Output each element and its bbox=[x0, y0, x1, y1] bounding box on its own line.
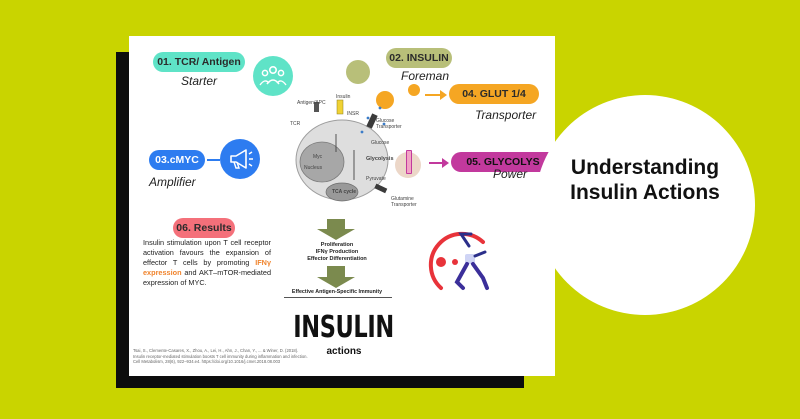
power-arrow bbox=[429, 162, 444, 164]
results-text-highlight: IFNγ expression bbox=[143, 258, 271, 277]
starter-pill: 01. TCR/ Antigen bbox=[153, 52, 245, 72]
results-text-post: and AKT–mTOR-mediated expression of MYC. bbox=[143, 268, 271, 287]
outcome-line-2: IFNγ Production bbox=[315, 249, 359, 255]
down-arrow-1-head bbox=[317, 229, 355, 240]
power-arrowhead bbox=[442, 158, 449, 168]
results-pill: 06. Results bbox=[173, 218, 235, 238]
amplifier-role: Amplifier bbox=[149, 175, 196, 189]
label-glucose-transporter: Glucose Transporter bbox=[376, 118, 402, 130]
outcome-line-3: Effector Differentiation bbox=[307, 256, 367, 262]
results-text-pre: Insulin stimulation upon T cell receptor… bbox=[143, 238, 271, 267]
power-role: Power bbox=[493, 167, 528, 181]
starter-role: Starter bbox=[181, 74, 218, 88]
hero-title: Understanding Insulin Actions bbox=[570, 156, 720, 204]
foreman-pill: 02. INSULIN bbox=[386, 48, 452, 68]
label-nucleus: Nucleus bbox=[304, 165, 323, 171]
label-glycolysis: Glycolysis bbox=[366, 156, 394, 162]
label-tca: TCA cycle bbox=[332, 189, 356, 195]
transporter-arrow bbox=[425, 94, 442, 96]
results-text: Insulin stimulation upon T cell receptor… bbox=[143, 238, 271, 288]
megaphone-icon bbox=[220, 139, 260, 179]
foreman-role: Foreman bbox=[401, 69, 450, 83]
label-glucose: Glucose bbox=[371, 140, 390, 146]
amplifier-arrow bbox=[207, 159, 220, 161]
label-glutamine-transporter: Glutamine Transporter bbox=[391, 196, 417, 208]
outcome-line-1: Proliferation bbox=[320, 242, 354, 248]
label-tcr: TCR bbox=[290, 121, 301, 127]
transporter-dot bbox=[408, 84, 420, 96]
power-pill: 05. GLYCOLYS bbox=[451, 152, 555, 172]
down-arrow-2-head bbox=[317, 277, 355, 288]
amplifier-pill: 03.cMYC bbox=[149, 150, 205, 170]
insulin-title: INSULIN bbox=[293, 310, 394, 345]
transporter-pill: 04. GLUT 1/4 bbox=[449, 84, 539, 104]
infographic-card: 01. TCR/ Antigen Starter 02. INSULIN For… bbox=[129, 36, 555, 376]
hero-circle bbox=[535, 95, 755, 315]
transporter-role: Transporter bbox=[475, 108, 537, 122]
reference-text: Tsai, S., Clemente-Casares, X., Zhou, A.… bbox=[133, 348, 308, 364]
label-insr: INSR bbox=[347, 111, 359, 117]
label-pyruvate: Pyruvate bbox=[366, 176, 386, 182]
transporter-arrowhead bbox=[440, 90, 447, 100]
immunity-rule bbox=[284, 297, 392, 298]
label-myc: Myc bbox=[313, 154, 323, 160]
people-icon bbox=[253, 56, 293, 96]
running-figure-illustration bbox=[421, 226, 511, 296]
label-insulin: Insulin bbox=[336, 94, 351, 100]
insulin-subtitle: actions bbox=[326, 346, 362, 357]
immunity-label: Effective Antigen-Specific Immunity bbox=[291, 289, 383, 295]
foreman-dot bbox=[346, 60, 370, 84]
cell-diagram bbox=[274, 94, 404, 219]
transporter-cell-dot bbox=[376, 91, 394, 109]
down-arrow-2-shaft bbox=[327, 266, 345, 277]
battery-icon bbox=[406, 150, 412, 174]
down-arrow-1-shaft bbox=[327, 219, 345, 229]
label-antigen-apc: Antigen/APC bbox=[297, 100, 326, 106]
